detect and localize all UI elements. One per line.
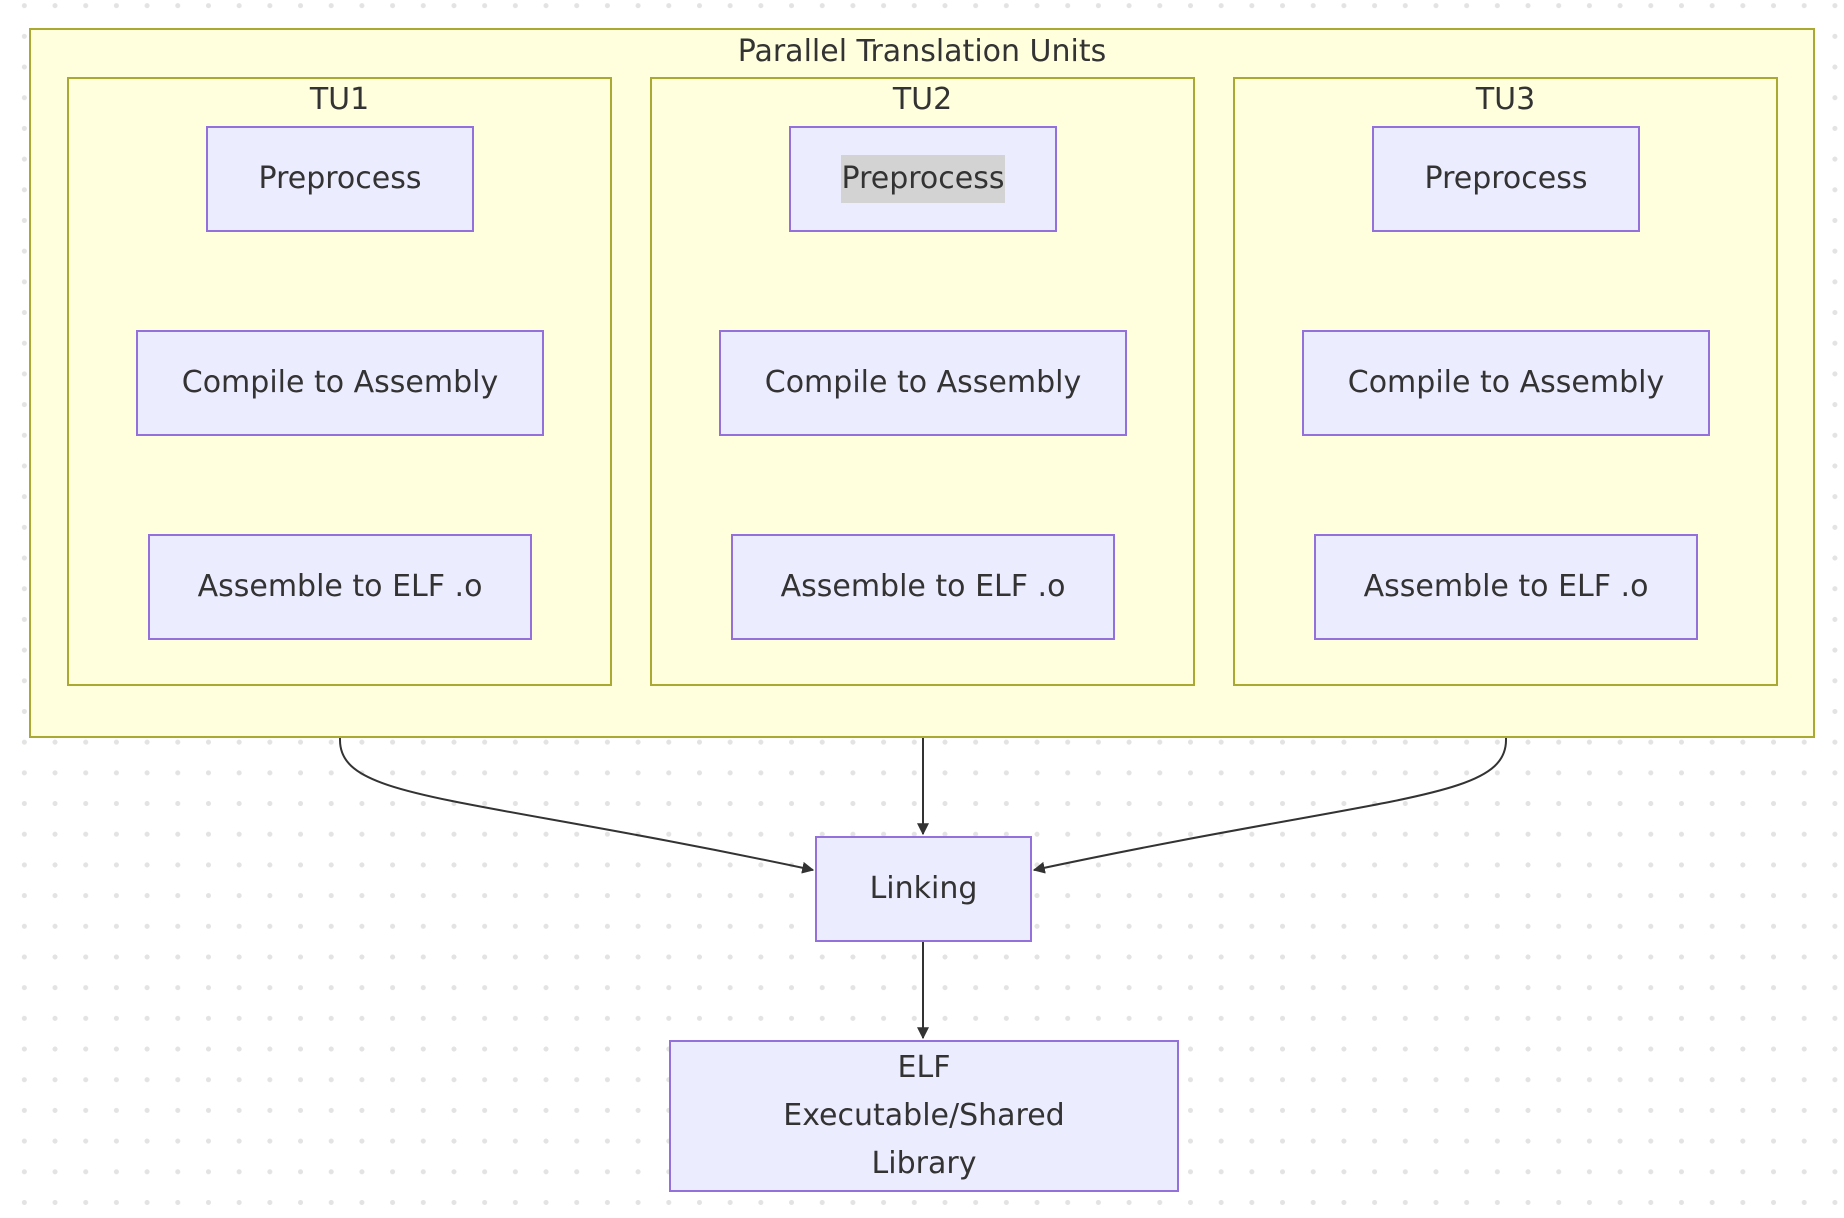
tu2-preprocess-node[interactable]: Preprocess xyxy=(789,126,1057,232)
linking-label: Linking xyxy=(869,871,978,906)
tu3-assemble-label: Assemble to ELF .o xyxy=(1363,569,1649,604)
tu1-compile-node[interactable]: Compile to Assembly xyxy=(136,330,544,436)
parallel-translation-units-title: Parallel Translation Units xyxy=(737,34,1107,69)
tu1-preprocess-label: Preprocess xyxy=(258,161,422,196)
tu1-compile-label: Compile to Assembly xyxy=(181,365,499,400)
tu3-assemble-node[interactable]: Assemble to ELF .o xyxy=(1314,534,1698,640)
tu2-title: TU2 xyxy=(892,82,953,117)
elf-output-label: ELF Executable/Shared Library xyxy=(783,1050,1065,1181)
tu3-compile-node[interactable]: Compile to Assembly xyxy=(1302,330,1710,436)
tu2-assemble-label: Assemble to ELF .o xyxy=(780,569,1066,604)
tu3-compile-label: Compile to Assembly xyxy=(1347,365,1665,400)
tu2-preprocess-label: Preprocess xyxy=(840,155,1006,203)
tu3-title: TU3 xyxy=(1475,82,1536,117)
edge-tu3-assemble-to-linking xyxy=(1032,640,1507,874)
elf-output-node[interactable]: ELF Executable/Shared Library xyxy=(669,1040,1179,1192)
tu2-assemble-node[interactable]: Assemble to ELF .o xyxy=(731,534,1115,640)
edge-tu1-assemble-to-linking xyxy=(339,640,815,874)
tu2-compile-node[interactable]: Compile to Assembly xyxy=(719,330,1127,436)
tu1-preprocess-node[interactable]: Preprocess xyxy=(206,126,474,232)
tu2-compile-label: Compile to Assembly xyxy=(764,365,1082,400)
tu1-assemble-node[interactable]: Assemble to ELF .o xyxy=(148,534,532,640)
tu3-preprocess-node[interactable]: Preprocess xyxy=(1372,126,1640,232)
tu1-assemble-label: Assemble to ELF .o xyxy=(197,569,483,604)
linking-node[interactable]: Linking xyxy=(815,836,1032,942)
tu1-title: TU1 xyxy=(309,82,370,117)
tu3-preprocess-label: Preprocess xyxy=(1424,161,1588,196)
